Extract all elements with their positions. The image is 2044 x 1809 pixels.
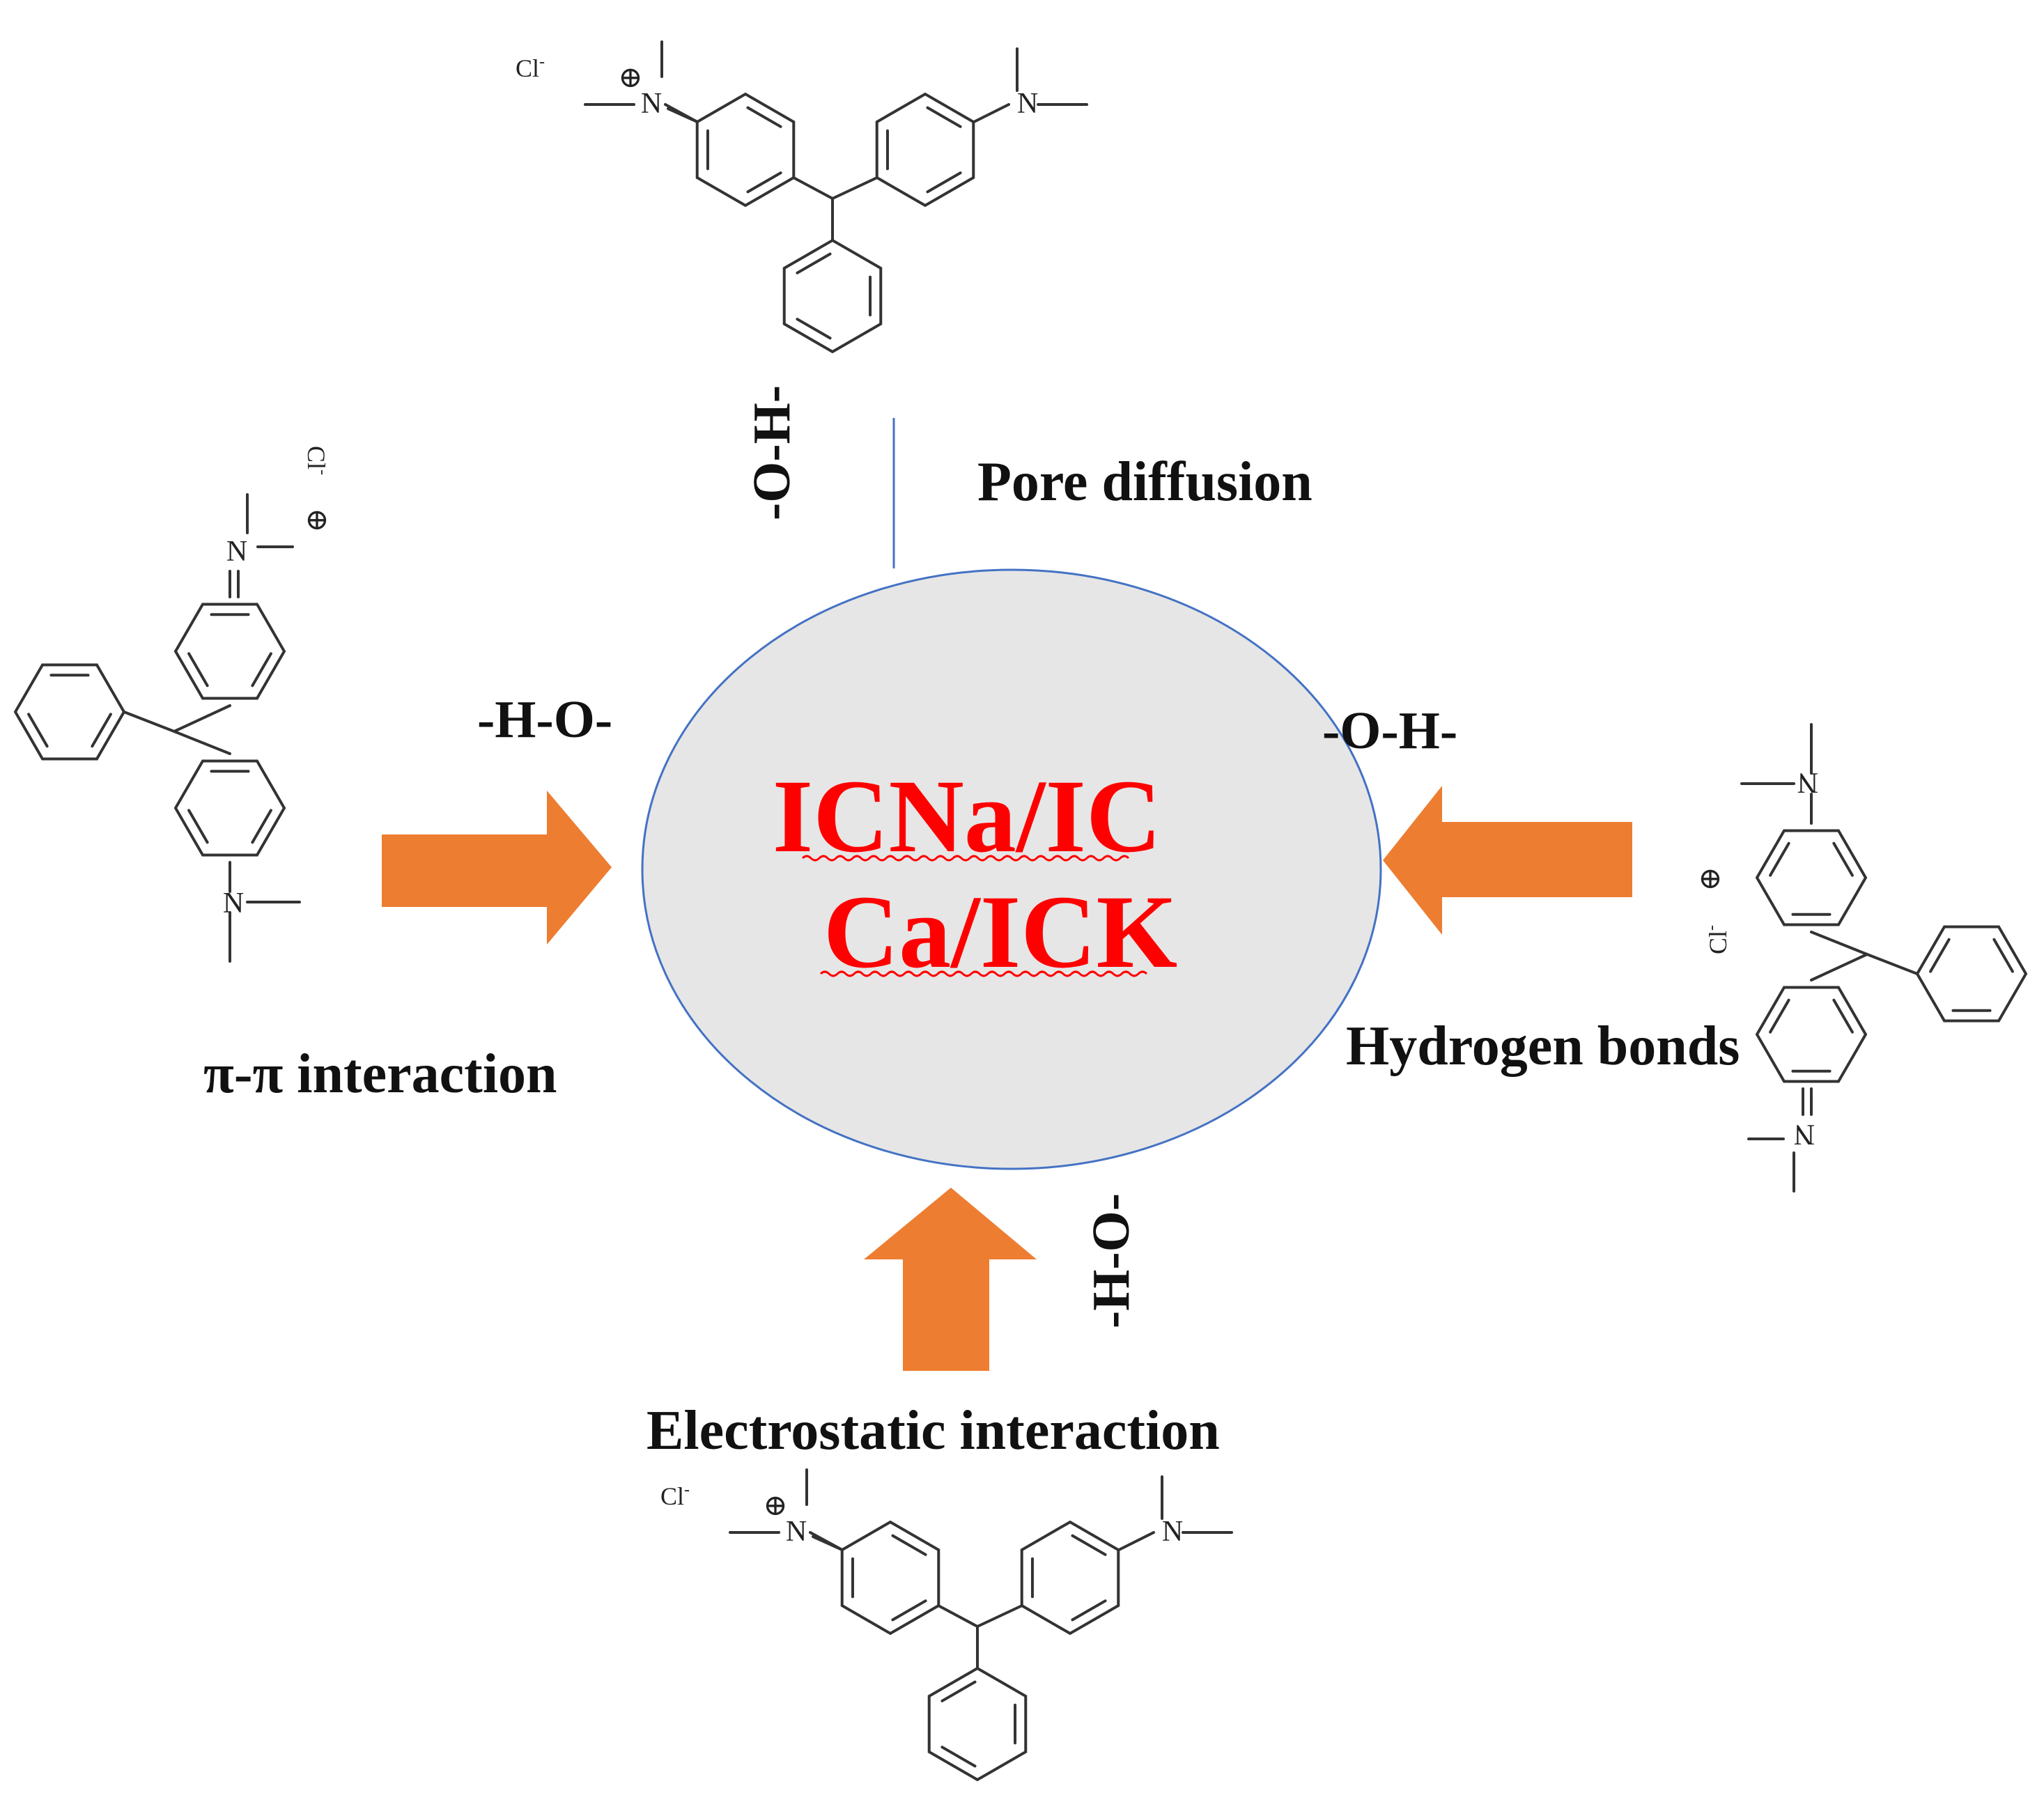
dye-molecule-top: N⊕NCl-	[516, 40, 1088, 354]
chloride-ion: Cl-	[302, 446, 332, 475]
center-label-line2: Ca/ICK	[823, 874, 1177, 990]
group-top: -O-H-	[743, 385, 801, 520]
nitrogen-atom: N	[1017, 88, 1038, 120]
positive-charge: ⊕	[304, 504, 329, 536]
nitrogen-atom: N	[223, 887, 244, 919]
group-bottom: -H-O-	[1082, 1193, 1140, 1328]
arrow-up	[864, 1188, 1037, 1371]
label-electrostatic-interaction: Electrostatic interaction	[647, 1400, 1220, 1461]
group-left: -H-O-	[477, 690, 612, 749]
positive-charge: ⊕	[1698, 863, 1722, 895]
dye-molecule-left: NN	[13, 493, 301, 963]
center-label-line1: ICNa/IC	[773, 759, 1161, 874]
nitrogen-atom: N	[1797, 766, 1818, 798]
label-hydrogen-bonds: Hydrogen bonds	[1346, 1016, 1740, 1077]
nitrogen-atom: N	[641, 88, 662, 120]
dye-molecule-right: NN	[1740, 723, 2028, 1193]
chloride-ion: Cl-	[1703, 925, 1732, 954]
right-molecule-labels: ⊕ Cl-	[1698, 863, 1732, 954]
nitrogen-atom: N	[1162, 1516, 1183, 1548]
group-right: -O-H-	[1322, 701, 1457, 760]
spellcheck-underline-1	[801, 855, 1130, 862]
nitrogen-atom: N	[1794, 1118, 1815, 1150]
dye-molecule-bottom: N⊕NCl-	[660, 1468, 1233, 1782]
positive-charge: ⊕	[763, 1490, 787, 1522]
arrow-left	[382, 791, 612, 945]
nitrogen-atom: N	[226, 536, 247, 568]
nitrogen-atom: N	[786, 1516, 807, 1548]
positive-charge: ⊕	[618, 62, 642, 94]
left-molecule-labels: ⊕ Cl-	[302, 446, 332, 536]
spellcheck-underline-2	[819, 970, 1148, 977]
chloride-ion: Cl-	[660, 1481, 690, 1510]
label-pore-diffusion: Pore diffusion	[977, 451, 1313, 513]
adsorbent-particle	[641, 568, 1382, 1170]
label-pi-interaction: π-π interaction	[203, 1043, 557, 1105]
arrow-right	[1383, 786, 1632, 935]
chloride-ion: Cl-	[516, 53, 545, 82]
